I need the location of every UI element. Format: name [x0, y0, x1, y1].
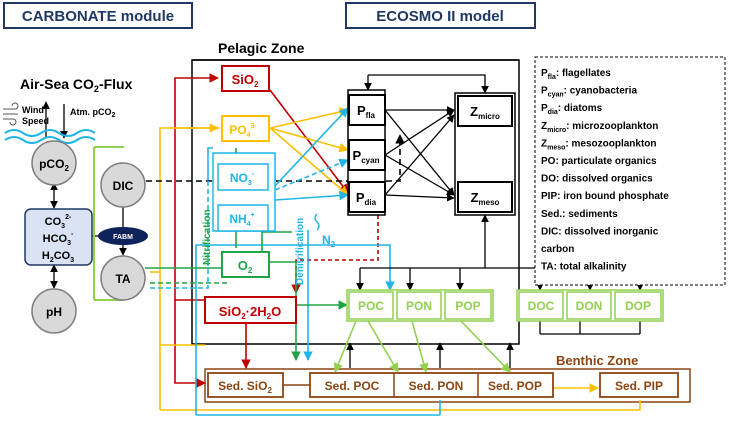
don-label: DON — [576, 299, 603, 313]
svg-text:SiO2·2H2O: SiO2·2H2O — [219, 304, 281, 321]
pon-label: PON — [406, 299, 432, 313]
fabm-badge: FABM — [98, 227, 148, 245]
p-fla-box: Pfla — [348, 94, 386, 126]
sed-sio2-box: Sed. SiO2 — [207, 372, 284, 398]
denitrification-label: Denitrification — [295, 218, 306, 285]
n2-label: N2 — [314, 213, 336, 249]
svg-text:Pcyan: Pcyan — [353, 148, 380, 165]
svg-text:H2CO3: H2CO3 — [42, 250, 74, 264]
svg-text:Zmeso: Zmeso — [471, 190, 500, 207]
sea-surface-wave — [4, 129, 96, 137]
svg-text:Air-Sea CO2-Flux: Air-Sea CO2-Flux — [20, 76, 133, 94]
nitrogen-group: NO3- NH4+ — [212, 152, 276, 232]
legend-row: DO: dissolved organics — [541, 174, 653, 185]
legend-row: PIP: iron bound phosphate — [541, 191, 669, 202]
poc-label: POC — [358, 299, 384, 313]
sed-pip-box: Sed. PIP — [599, 372, 679, 398]
svg-text:HCO3-: HCO3- — [43, 231, 74, 247]
p-dia-box: Pdia — [348, 181, 386, 213]
ta-node: TA — [100, 255, 146, 301]
sed-pon-label: Sed. PON — [409, 379, 464, 393]
ecosmo-header: ECOSMO II model — [345, 2, 536, 29]
sed-organic-group: Sed. POC Sed. PON Sed. POP — [309, 372, 554, 398]
legend-row: carbon — [541, 244, 574, 255]
pop-label: POP — [455, 299, 480, 313]
svg-text:pCO2: pCO2 — [39, 157, 69, 173]
ecosmo-header-text: ECOSMO II model — [376, 8, 504, 25]
svg-text:O2: O2 — [238, 258, 253, 275]
svg-text:Pfla: Pfla — [357, 103, 376, 120]
svg-text:Wind: Wind — [22, 105, 44, 115]
svg-text:Speed: Speed — [22, 116, 49, 126]
svg-text:NH4+: NH4+ — [229, 212, 254, 228]
legend-row: Pfla: flagellates — [541, 68, 611, 81]
wind-icon — [3, 102, 19, 126]
pco2-node: pCO2 — [31, 140, 77, 186]
dop-label: DOP — [625, 299, 651, 313]
carbonate-species-box: CO32- HCO3- H2CO3 — [24, 208, 93, 266]
dissolved-group: DOC DON DOP — [516, 289, 664, 322]
doc-label: DOC — [528, 299, 555, 313]
benthic-zone-label: Benthic Zone — [556, 353, 638, 368]
legend-row: PO: particulate organics — [541, 156, 657, 167]
z-micro-box: Zmicro — [457, 95, 513, 127]
legend-row: TA: total alkalinity — [541, 262, 627, 273]
particulate-group: POC PON POP — [346, 289, 494, 322]
sio2-2h2o-box: SiO2·2H2O — [204, 296, 297, 324]
svg-text:Sed. SiO2: Sed. SiO2 — [218, 379, 272, 395]
svg-text:Pdia: Pdia — [356, 190, 377, 207]
svg-text:Atm. pCO2: Atm. pCO2 — [70, 107, 116, 119]
nitrification-label: Nitrification — [202, 209, 213, 265]
p-cyan-box: Pcyan — [348, 139, 386, 171]
sed-pop-label: Sed. POP — [488, 379, 542, 393]
po4-box: PO43- — [221, 115, 270, 142]
svg-text:CO32-: CO32- — [45, 214, 72, 230]
carbonate-header: CARBONATE module — [3, 2, 193, 29]
silicate-loop-arrow — [174, 73, 219, 301]
legend-row: Pdia: diatoms — [541, 103, 603, 116]
sio2-box: SiO2 — [221, 65, 270, 92]
sed-poc-label: Sed. POC — [325, 379, 380, 393]
svg-text:DIC: DIC — [113, 179, 134, 193]
legend-row: Zmicro: microzooplankton — [541, 121, 658, 134]
svg-text:SiO2: SiO2 — [232, 72, 259, 89]
legend-row: Pcyan: cyanobacteria — [541, 86, 637, 99]
svg-text:FABM: FABM — [113, 234, 133, 241]
air-sea-flux: Air-Sea CO2-Flux Wind Speed Atm. pCO2 — [3, 76, 133, 144]
legend-row: Sed.: sediments — [541, 209, 618, 220]
svg-text:NO3-: NO3- — [230, 171, 255, 187]
legend-row: DIC: dissolved inorganic — [541, 226, 659, 237]
pelagic-zone-label: Pelagic Zone — [218, 40, 305, 56]
legend-row: Zmeso: mesozooplankton — [541, 138, 657, 151]
svg-text:TA: TA — [115, 272, 130, 286]
dic-node: DIC — [100, 162, 146, 208]
svg-text:Zmicro: Zmicro — [470, 104, 500, 121]
svg-text:Sed. PIP: Sed. PIP — [615, 379, 663, 393]
o2-box: O2 — [221, 251, 270, 278]
svg-text:pH: pH — [46, 305, 62, 319]
svg-text:PO43-: PO43- — [229, 123, 257, 139]
ph-node: pH — [31, 288, 77, 334]
carbonate-header-text: CARBONATE module — [22, 8, 174, 25]
z-meso-box: Zmeso — [457, 181, 513, 213]
svg-text:N2: N2 — [322, 233, 336, 249]
